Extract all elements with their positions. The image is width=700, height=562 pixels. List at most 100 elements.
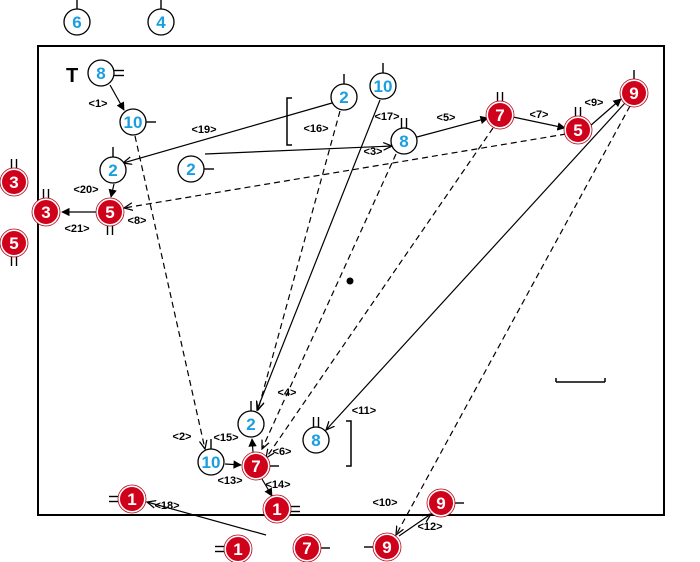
blue-player-marker[interactable]: 4 — [147, 8, 175, 36]
step-label: <5> — [437, 112, 456, 124]
step-label: <1> — [89, 98, 108, 110]
blue-player-marker[interactable]: 8 — [87, 59, 115, 87]
movement-line — [147, 502, 267, 536]
player-ring — [262, 494, 292, 524]
red-player-marker[interactable]: 9 — [426, 488, 456, 518]
blue-player-marker[interactable]: 10 — [119, 108, 147, 136]
step-label: <15> — [213, 432, 238, 444]
red-player-marker[interactable]: 3 — [0, 167, 29, 197]
blue-player-marker[interactable]: 2 — [330, 83, 358, 111]
player-ring — [372, 532, 402, 562]
blue-player-marker[interactable]: 10 — [369, 72, 397, 100]
step-label: <19> — [191, 124, 216, 136]
player-number: 7 — [251, 457, 260, 476]
red-player-marker[interactable]: 7 — [241, 451, 271, 481]
center-spot — [346, 277, 354, 285]
player-ring — [619, 78, 649, 108]
movement-line — [398, 514, 431, 537]
blue-player-marker[interactable]: 6 — [63, 8, 91, 36]
player-circle — [177, 155, 205, 183]
player-circle — [63, 8, 91, 36]
player-circle — [99, 156, 127, 184]
player-number: 8 — [311, 431, 320, 450]
player-circle — [0, 168, 28, 196]
pitch-boundary — [37, 45, 665, 516]
movement-line — [266, 127, 494, 458]
movement-line — [589, 98, 622, 127]
player-circle — [564, 116, 592, 144]
blue-player-marker[interactable]: 8 — [390, 127, 418, 155]
step-label: <13> — [217, 475, 242, 487]
player-ring — [485, 100, 515, 130]
step-label: <17> — [374, 111, 399, 123]
movement-line — [109, 84, 125, 111]
player-number: 5 — [105, 203, 114, 222]
player-circle — [237, 410, 265, 438]
player-ring — [426, 488, 456, 518]
player-circle — [118, 485, 146, 513]
player-number: 7 — [495, 106, 504, 125]
movement-line — [224, 460, 242, 469]
player-circle — [302, 426, 330, 454]
movement-line — [262, 153, 397, 449]
player-number: 2 — [339, 88, 348, 107]
player-circle — [373, 533, 401, 561]
movement-line — [396, 105, 631, 535]
player-circle — [0, 229, 28, 257]
step-label: <7> — [530, 109, 549, 121]
step-label: <11> — [352, 405, 376, 417]
bracket-right — [346, 420, 352, 467]
step-label: <2> — [173, 431, 192, 443]
player-circle — [263, 495, 291, 523]
movement-line — [108, 183, 117, 198]
player-number: 1 — [272, 500, 281, 519]
blue-player-marker[interactable]: 8 — [302, 426, 330, 454]
player-number: 4 — [156, 13, 166, 32]
player-circle — [197, 448, 225, 476]
red-player-marker[interactable]: 9 — [372, 532, 402, 562]
player-number: 5 — [573, 121, 582, 140]
player-number: 10 — [374, 77, 393, 96]
red-player-marker[interactable]: 5 — [95, 197, 125, 227]
movement-lines — [61, 84, 631, 537]
red-player-marker[interactable]: 1 — [262, 494, 292, 524]
player-circle — [87, 59, 115, 87]
step-label: <10> — [372, 497, 397, 509]
bracket-left — [286, 97, 292, 146]
player-circle — [96, 198, 124, 226]
player-circle — [390, 127, 418, 155]
step-label: <9> — [585, 97, 604, 109]
step-label: <8> — [128, 215, 147, 227]
player-ring — [563, 115, 593, 145]
red-player-marker[interactable]: 7 — [292, 533, 322, 562]
step-label: <18> — [154, 500, 179, 512]
blue-player-marker[interactable]: 10 — [197, 448, 225, 476]
player-number: 9 — [629, 84, 638, 103]
red-player-marker[interactable]: 5 — [0, 228, 29, 258]
movement-line — [124, 133, 567, 208]
red-player-marker[interactable]: 5 — [563, 115, 593, 145]
red-player-marker[interactable]: 9 — [619, 78, 649, 108]
blue-player-marker[interactable]: 2 — [177, 155, 205, 183]
blue-player-marker[interactable]: 2 — [99, 156, 127, 184]
player-ring — [0, 228, 29, 258]
player-ring — [223, 534, 253, 562]
red-player-marker[interactable]: 1 — [223, 534, 253, 562]
red-player-marker[interactable]: 3 — [31, 197, 61, 227]
player-number: 10 — [202, 453, 221, 472]
player-circle — [427, 489, 455, 517]
player-circle — [242, 452, 270, 480]
player-circle — [147, 8, 175, 36]
red-player-marker[interactable]: 1 — [117, 484, 147, 514]
red-player-marker[interactable]: 7 — [485, 100, 515, 130]
player-circle — [330, 83, 358, 111]
player-number: 8 — [399, 132, 408, 151]
blue-player-marker[interactable]: 2 — [237, 410, 265, 438]
movement-line — [416, 115, 489, 138]
player-ring — [95, 197, 125, 227]
player-number: 3 — [41, 203, 50, 222]
step-label: <12> — [417, 521, 442, 533]
player-number: 1 — [233, 540, 242, 559]
